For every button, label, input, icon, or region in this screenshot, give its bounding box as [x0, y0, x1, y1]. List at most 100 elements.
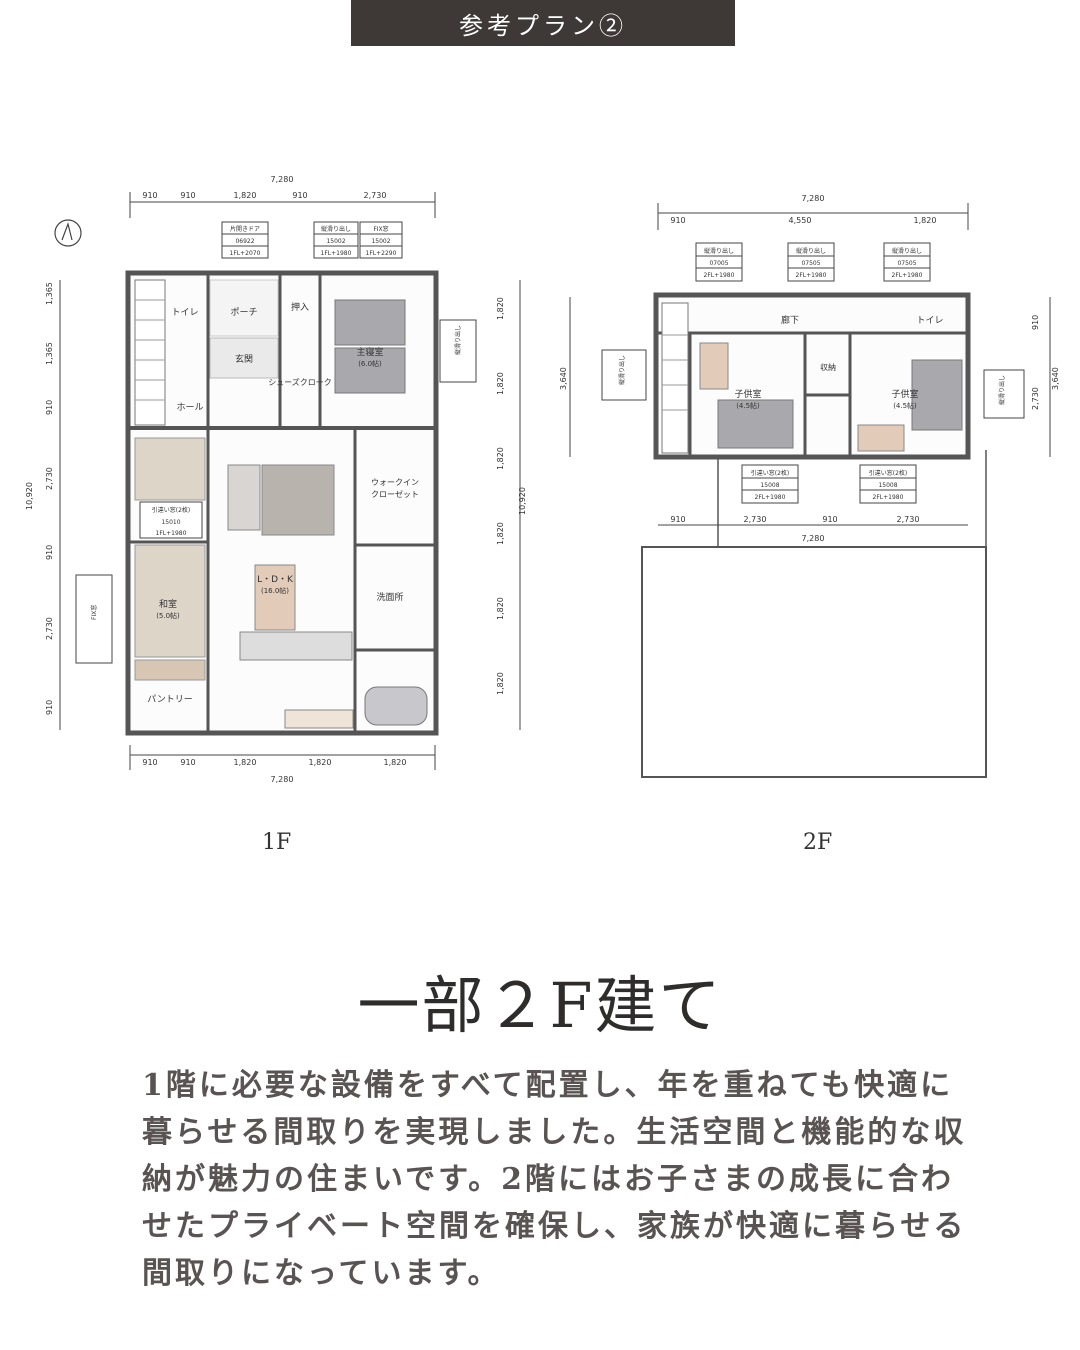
svg-text:07005: 07005 — [709, 260, 728, 267]
dim-1f-right-3: 1,820 — [496, 447, 505, 470]
1f-kitchen-counter — [239, 631, 353, 661]
2f-label-kids-size-1: (4.5帖) — [736, 401, 760, 410]
window-tag-2f-left: 縦滑り出し — [601, 349, 647, 401]
svg-text:引違い窓(2枚): 引違い窓(2枚) — [152, 506, 191, 514]
svg-text:2FL+1980: 2FL+1980 — [892, 272, 923, 279]
dim-2f-bottom-3: 910 — [822, 515, 837, 524]
1f-label-ldk: L・D・K — [257, 575, 294, 585]
window-tag-1f-japanese: FIX窓 — [75, 574, 113, 664]
1f-stairs — [134, 279, 166, 426]
svg-text:2FL+1980: 2FL+1980 — [704, 272, 735, 279]
2f-desk-2 — [857, 424, 905, 452]
dim-1f-left-7: 910 — [45, 700, 54, 715]
1f-label-japanese: 和室 — [159, 598, 177, 610]
dim-1f-left-6: 2,730 — [45, 617, 54, 640]
dim-2f-top-2: 4,550 — [789, 216, 812, 225]
dim-1f-bottom-total: 7,280 — [271, 775, 294, 784]
svg-text:15008: 15008 — [760, 482, 779, 489]
dim-1f-right-6: 1,820 — [496, 672, 505, 695]
1f-label-ldk-size: (16.0帖) — [261, 586, 289, 595]
1f-bathtub — [364, 686, 428, 726]
svg-text:縦滑り出し: 縦滑り出し — [796, 247, 826, 255]
1f-tv-board — [284, 709, 354, 729]
svg-text:15002: 15002 — [371, 238, 390, 245]
1f-label-closet: クローゼット — [371, 489, 419, 499]
dim-1f-left-1: 1,365 — [45, 282, 54, 305]
dim-2f-bottom-total: 7,280 — [802, 534, 825, 543]
dim-1f-left-total: 10,920 — [25, 482, 34, 510]
2f-desk-1 — [699, 342, 729, 390]
svg-text:引違い窓(2枚): 引違い窓(2枚) — [751, 469, 790, 477]
window-tag-1f-master-b: FIX窓 15002 1FL+2290 — [359, 221, 403, 259]
dim-1f-left-2: 1,365 — [45, 342, 54, 365]
2f-bed-1 — [717, 399, 794, 449]
1f-tatami-2 — [134, 437, 206, 501]
1f-master-bed-1 — [334, 299, 406, 346]
svg-text:引違い窓(2枚): 引違い窓(2枚) — [869, 469, 908, 477]
1f-label-hall: ホール — [176, 402, 203, 413]
dim-1f-bottom-1: 910 — [142, 758, 157, 767]
north-arrow-icon — [54, 219, 82, 247]
svg-text:07505: 07505 — [897, 260, 916, 267]
window-tag-1f-entrance: 片開きドア 06922 1FL+2070 — [221, 221, 269, 259]
window-tag-2f-3: 縦滑り出し 07505 2FL+1980 — [883, 242, 931, 282]
1f-label-storage: 押入 — [291, 301, 309, 313]
plan-description: 1階に必要な設備をすべて配置し、年を重ねても快適に暮らせる間取りを実現しました。… — [142, 1068, 967, 1291]
svg-text:2FL+1980: 2FL+1980 — [755, 494, 786, 501]
svg-text:07505: 07505 — [801, 260, 820, 267]
window-tag-1f-master-a: 縦滑り出し 15002 1FL+1980 — [313, 221, 359, 259]
window-tag-1f-master-side: 縦滑り出し — [439, 319, 477, 383]
dim-1f-top-total: 7,280 — [271, 175, 294, 184]
dim-2f-top-1: 910 — [670, 216, 685, 225]
1f-sofa — [227, 464, 261, 531]
2f-label-kids-size-2: (4.5帖) — [893, 401, 917, 410]
1f-porch-floor — [209, 279, 279, 337]
1f-pantry — [134, 659, 206, 681]
1f-label-pantry: パントリー — [147, 694, 192, 705]
svg-text:縦滑り出し: 縦滑り出し — [892, 247, 922, 255]
1f-label-washroom: 洗面所 — [376, 591, 403, 603]
dim-1f-bottom-5: 1,820 — [384, 758, 407, 767]
1f-label-master: 主寝室 — [356, 346, 383, 358]
window-tag-2f-1: 縦滑り出し 07005 2FL+1980 — [695, 242, 743, 282]
dim-1f-bottom-3: 1,820 — [234, 758, 257, 767]
dim-2f-top-3: 1,820 — [914, 216, 937, 225]
1f-japanese-tatami — [134, 544, 206, 658]
dim-2f-right-2: 2,730 — [1031, 387, 1040, 410]
1f-label-japanese-size: (5.0帖) — [156, 611, 180, 620]
svg-text:縦滑り出し: 縦滑り出し — [321, 225, 351, 233]
dim-2f-right-1: 910 — [1031, 315, 1040, 330]
dim-1f-top-4: 910 — [292, 191, 307, 200]
svg-text:2FL+1980: 2FL+1980 — [796, 272, 827, 279]
svg-text:縦滑り出し: 縦滑り出し — [454, 325, 462, 355]
2f-bed-2 — [911, 359, 963, 431]
dim-1f-right-4: 1,820 — [496, 522, 505, 545]
dim-1f-right-5: 1,820 — [496, 597, 505, 620]
svg-text:1FL+2290: 1FL+2290 — [366, 250, 397, 257]
1f-label-master-size: (6.0帖) — [358, 359, 382, 368]
dim-1f-right-1: 1,820 — [496, 297, 505, 320]
svg-text:15008: 15008 — [878, 482, 897, 489]
2f-stairs — [661, 302, 689, 454]
svg-text:15002: 15002 — [326, 238, 345, 245]
1f-dining-table — [254, 564, 296, 631]
2f-label-corridor: 廊下 — [781, 314, 799, 326]
svg-text:縦滑り出し: 縦滑り出し — [618, 355, 626, 385]
header-label: 参考プラン② — [351, 0, 735, 46]
window-tag-2f-bottom-2: 引違い窓(2枚) 15008 2FL+1980 — [859, 464, 917, 504]
dim-1f-left-4: 2,730 — [45, 467, 54, 490]
1f-label-porch: ポーチ — [230, 307, 257, 318]
floor-plan-1f: 7,280 910 910 1,820 910 2,730 片開きドア 0692… — [0, 170, 560, 810]
svg-text:2FL+1980: 2FL+1980 — [873, 494, 904, 501]
svg-text:06922: 06922 — [235, 238, 254, 245]
dim-2f-bottom-1: 910 — [670, 515, 685, 524]
2f-label-kids-1: 子供室 — [734, 388, 761, 400]
dim-2f-left: 3,640 — [559, 367, 568, 390]
floor-label-1f: 1F — [262, 830, 292, 855]
svg-text:1FL+1980: 1FL+1980 — [156, 530, 187, 537]
dim-1f-right-2: 1,820 — [496, 372, 505, 395]
dim-1f-left-5: 910 — [45, 545, 54, 560]
svg-text:片開きドア: 片開きドア — [230, 225, 260, 233]
dim-2f-top-total: 7,280 — [802, 194, 825, 203]
window-tag-1f-hall: 引違い窓(2枚) 15010 1FL+1980 — [139, 501, 203, 539]
